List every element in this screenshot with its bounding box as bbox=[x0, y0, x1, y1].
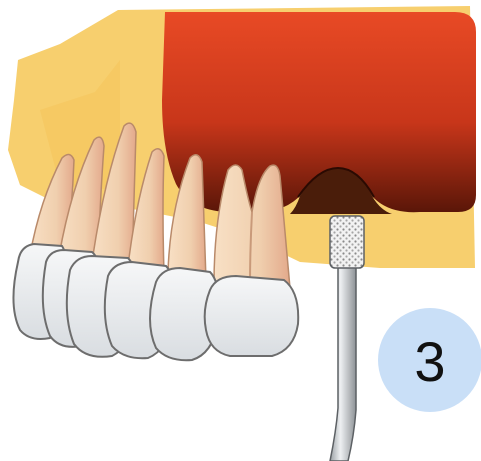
sinus-lift-drill-icon bbox=[330, 216, 364, 461]
drill-diamond-tip bbox=[330, 216, 364, 268]
step-badge: 3 bbox=[378, 308, 481, 412]
step-number: 3 bbox=[414, 330, 445, 393]
crown-6 bbox=[205, 276, 299, 356]
drill-shaft bbox=[330, 266, 356, 461]
